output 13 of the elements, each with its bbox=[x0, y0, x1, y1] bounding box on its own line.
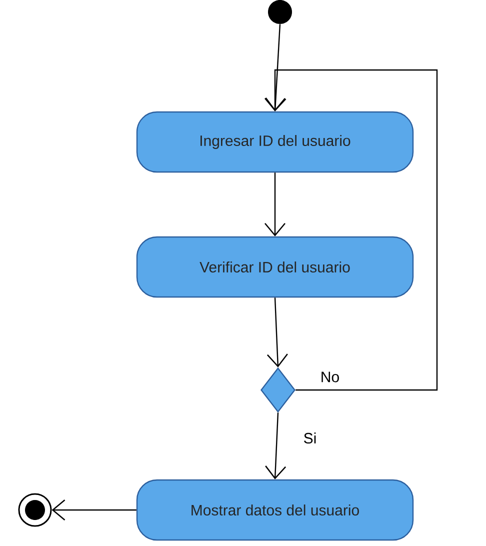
arrow bbox=[265, 412, 286, 480]
arrow bbox=[52, 500, 136, 520]
action-box: Mostrar datos del usuario bbox=[136, 479, 414, 541]
action-box: Ingresar ID del usuario bbox=[136, 111, 414, 173]
arrow bbox=[264, 69, 438, 391]
edge-label: No bbox=[319, 370, 341, 384]
final-node bbox=[18, 493, 52, 527]
action-box: Verificar ID del usuario bbox=[136, 236, 414, 298]
initial-node bbox=[268, 0, 292, 24]
edge-label: Si bbox=[302, 432, 318, 444]
arrow bbox=[265, 24, 286, 112]
arrow bbox=[264, 172, 286, 236]
arrow bbox=[266, 298, 288, 368]
